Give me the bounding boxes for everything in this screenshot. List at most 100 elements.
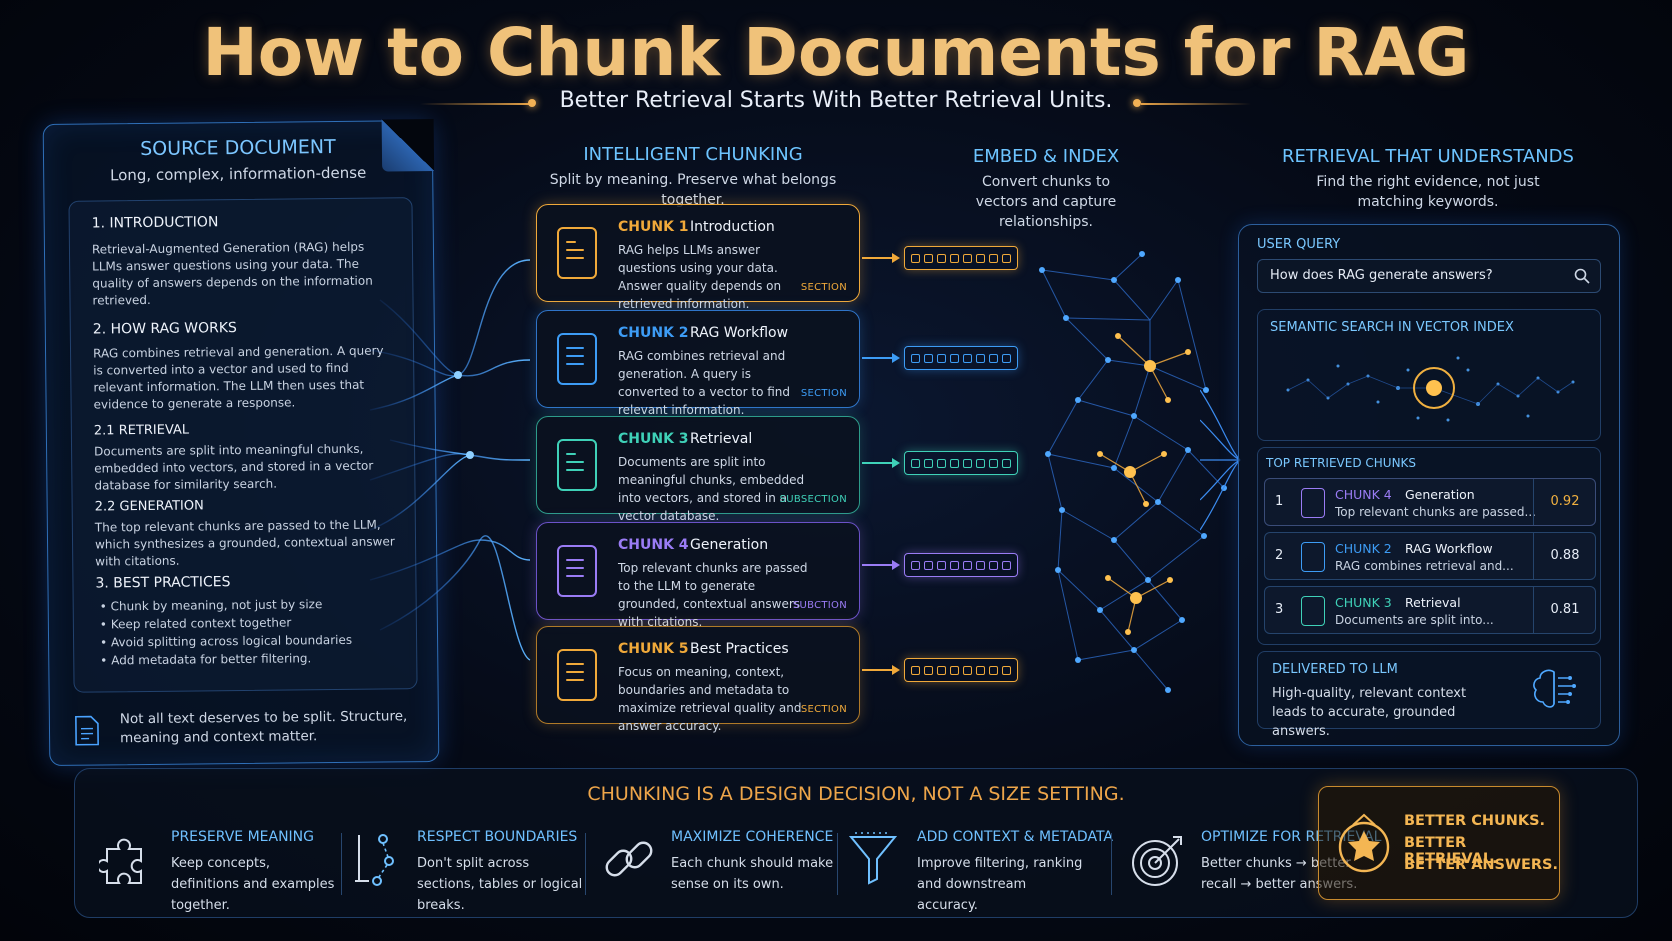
result-row[interactable]: 3 CHUNK 3 Retrieval Documents are split … bbox=[1264, 586, 1596, 634]
chunk-name: Retrieval bbox=[690, 431, 753, 447]
chunk-tag: SECTION bbox=[800, 704, 847, 715]
doc-heading: 3. BEST PRACTICES bbox=[95, 574, 231, 592]
doc-subheading: 2.2 GENERATION bbox=[94, 498, 204, 515]
subtitle-dot-left bbox=[528, 99, 536, 107]
chunk-text: RAG combines retrieval and generation. A… bbox=[618, 349, 791, 417]
result-snippet: Documents are split into... bbox=[1335, 613, 1494, 627]
document-icon bbox=[75, 715, 99, 746]
chunk-name: Generation bbox=[690, 537, 769, 553]
chunk-label: CHUNK 1 bbox=[618, 219, 689, 235]
chunk-tag: SUBSECTION bbox=[779, 494, 847, 505]
result-row[interactable]: 2 CHUNK 2 RAG Workflow RAG combines retr… bbox=[1264, 532, 1596, 580]
result-snippet: RAG combines retrieval and... bbox=[1335, 559, 1514, 573]
vector-embedding bbox=[904, 553, 1018, 577]
search-input[interactable]: How does RAG generate answers? bbox=[1257, 259, 1601, 293]
document-icon bbox=[557, 439, 597, 491]
doc-bullet: • Keep related context together bbox=[99, 615, 292, 632]
chunk-label: CHUNK 3 bbox=[618, 431, 689, 447]
delivered-label: DELIVERED TO LLM bbox=[1272, 662, 1398, 677]
principle-text: Don't split across sections, tables or l… bbox=[417, 856, 583, 913]
better-line: BETTER ANSWERS. bbox=[1404, 857, 1559, 873]
better-line: BETTER RETRIEVAL. bbox=[1404, 835, 1498, 867]
divider bbox=[837, 833, 838, 895]
chunk-tag: SUBCTION bbox=[792, 600, 847, 611]
arrow-icon bbox=[862, 560, 900, 570]
document-icon bbox=[557, 227, 597, 279]
subtitle-line-left bbox=[420, 103, 530, 105]
source-title: SOURCE DOCUMENT bbox=[140, 135, 336, 161]
query-text: How does RAG generate answers? bbox=[1270, 268, 1493, 283]
chunk-card: CHUNK 4 Generation Top relevant chunks a… bbox=[536, 522, 860, 629]
document-icon bbox=[557, 333, 597, 385]
search-icon[interactable] bbox=[1574, 268, 1590, 284]
principle-title: MAXIMIZE COHERENCE bbox=[671, 829, 834, 845]
result-rank: 3 bbox=[1275, 602, 1284, 617]
document-icon bbox=[557, 649, 597, 701]
principle-item: MAXIMIZE COHERENCE Each chunk should mak… bbox=[585, 823, 833, 903]
principle-item: ADD CONTEXT & METADATA Improve filtering… bbox=[831, 823, 1113, 913]
doc-paragraph: Retrieval-Augmented Generation (RAG) hel… bbox=[91, 239, 373, 308]
result-name: Generation bbox=[1405, 487, 1475, 502]
principle-text: Improve filtering, ranking and downstrea… bbox=[917, 856, 1083, 913]
divider bbox=[585, 833, 586, 895]
delivered-text: High-quality, relevant context leads to … bbox=[1272, 686, 1467, 739]
principle-text: Keep concepts, definitions and examples … bbox=[171, 856, 335, 913]
chunk-text: Documents are split into meaningful chun… bbox=[618, 455, 805, 523]
chunk-card: CHUNK 3 Retrieval Documents are split in… bbox=[536, 416, 860, 523]
vector-network-graph bbox=[1039, 251, 1227, 693]
retrieval-panel: USER QUERY How does RAG generate answers… bbox=[1238, 224, 1620, 746]
arrow-icon bbox=[862, 253, 900, 263]
document-icon bbox=[1301, 488, 1325, 518]
doc-paragraph: RAG combines retrieval and generation. A… bbox=[92, 343, 384, 412]
doc-heading: 1. INTRODUCTION bbox=[91, 214, 219, 232]
doc-paragraph: Documents are split into meaningful chun… bbox=[94, 441, 374, 493]
result-label: CHUNK 2 bbox=[1335, 541, 1392, 556]
result-label: CHUNK 4 bbox=[1335, 487, 1392, 502]
divider bbox=[1111, 833, 1112, 895]
source-footnote: Not all text deserves to be split. Struc… bbox=[119, 708, 408, 747]
delivered-to-llm: DELIVERED TO LLM High-quality, relevant … bbox=[1257, 651, 1601, 739]
embed-title: EMBED & INDEX bbox=[972, 146, 1120, 167]
star-badge-icon bbox=[1338, 813, 1390, 873]
query-label: USER QUERY bbox=[1257, 237, 1341, 252]
chunk-name: Introduction bbox=[690, 219, 775, 235]
doc-subheading: 2.1 RETRIEVAL bbox=[93, 422, 190, 439]
chunk-text: Focus on meaning, context, boundaries an… bbox=[618, 665, 802, 733]
result-score: 0.81 bbox=[1533, 587, 1596, 633]
filter-icon bbox=[848, 832, 898, 885]
chunk-text: RAG helps LLMs answer questions using yo… bbox=[618, 243, 782, 311]
top-retrieved-chunks: TOP RETRIEVED CHUNKS 1 CHUNK 4 Generatio… bbox=[1257, 447, 1601, 645]
principle-title: ADD CONTEXT & METADATA bbox=[917, 829, 1113, 845]
chunk-name: RAG Workflow bbox=[690, 325, 789, 341]
result-row[interactable]: 1 CHUNK 4 Generation Top relevant chunks… bbox=[1264, 478, 1596, 526]
principle-item: RESPECT BOUNDARIES Don't split across se… bbox=[331, 823, 582, 913]
principle-text: Each chunk should make sense on its own. bbox=[671, 856, 834, 892]
source-document: SOURCE DOCUMENT Long, complex, informati… bbox=[42, 118, 440, 767]
page-subtitle: Better Retrieval Starts With Better Retr… bbox=[559, 88, 1113, 113]
principle-title: PRESERVE MEANING bbox=[171, 829, 315, 845]
top-label: TOP RETRIEVED CHUNKS bbox=[1266, 456, 1417, 470]
result-score: 0.88 bbox=[1533, 533, 1596, 579]
document-icon bbox=[1301, 542, 1325, 572]
banner-headline: CHUNKING IS A DESIGN DECISION, NOT A SIZ… bbox=[587, 783, 1125, 805]
principle-title: RESPECT BOUNDARIES bbox=[417, 829, 578, 845]
result-rank: 2 bbox=[1275, 548, 1284, 563]
converge-connectors bbox=[1200, 389, 1241, 531]
divider bbox=[341, 833, 342, 895]
vector-scatter-graphic bbox=[1286, 356, 1575, 422]
retrieval-title: RETRIEVAL THAT UNDERSTANDS bbox=[1282, 146, 1574, 167]
chunk-tag: SECTION bbox=[800, 282, 847, 293]
principle-item: OPTIMIZE FOR RETRIEVAL Better chunks → b… bbox=[1115, 823, 1381, 903]
semantic-search-box: SEMANTIC SEARCH IN VECTOR INDEX bbox=[1257, 309, 1601, 441]
chunk-text: Top relevant chunks are passed to the LL… bbox=[618, 561, 808, 629]
subtitle-line-right bbox=[1141, 103, 1251, 105]
fan-connectors bbox=[369, 259, 531, 661]
principle-item: PRESERVE MEANING Keep concepts, definiti… bbox=[85, 823, 334, 913]
semantic-label: SEMANTIC SEARCH IN VECTOR INDEX bbox=[1270, 320, 1514, 335]
chunk-card: CHUNK 2 RAG Workflow RAG combines retrie… bbox=[536, 310, 860, 417]
doc-bullet: • Avoid splitting across logical boundar… bbox=[100, 632, 353, 650]
document-icon bbox=[557, 545, 597, 597]
puzzle-icon bbox=[99, 838, 142, 884]
better-line: BETTER CHUNKS. bbox=[1404, 813, 1546, 829]
doc-heading: 2. HOW RAG WORKS bbox=[92, 320, 237, 338]
